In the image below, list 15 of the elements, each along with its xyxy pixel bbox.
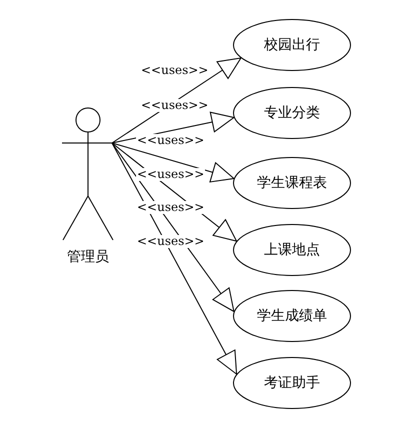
use-case-ellipse: 校园出行 xyxy=(233,19,351,71)
edge-label: <<uses>> xyxy=(136,235,206,248)
use-case-ellipse: 学生课程表 xyxy=(233,157,351,209)
use-case-ellipse: 专业分类 xyxy=(233,87,351,139)
use-case-ellipse: 学生成绩单 xyxy=(233,290,351,342)
arrow xyxy=(112,142,234,182)
edge-label: <<uses>> xyxy=(136,201,206,214)
arrow xyxy=(112,142,238,375)
edge-label: <<uses>> xyxy=(136,168,206,181)
edge-label: <<uses>> xyxy=(140,64,210,77)
use-case-ellipse: 上课地点 xyxy=(233,224,351,276)
edge-label: <<uses>> xyxy=(136,134,206,147)
actor-name: 管理员 xyxy=(66,248,110,266)
edge-label: <<uses>> xyxy=(140,99,210,112)
use-case-ellipse: 考证助手 xyxy=(233,357,351,409)
